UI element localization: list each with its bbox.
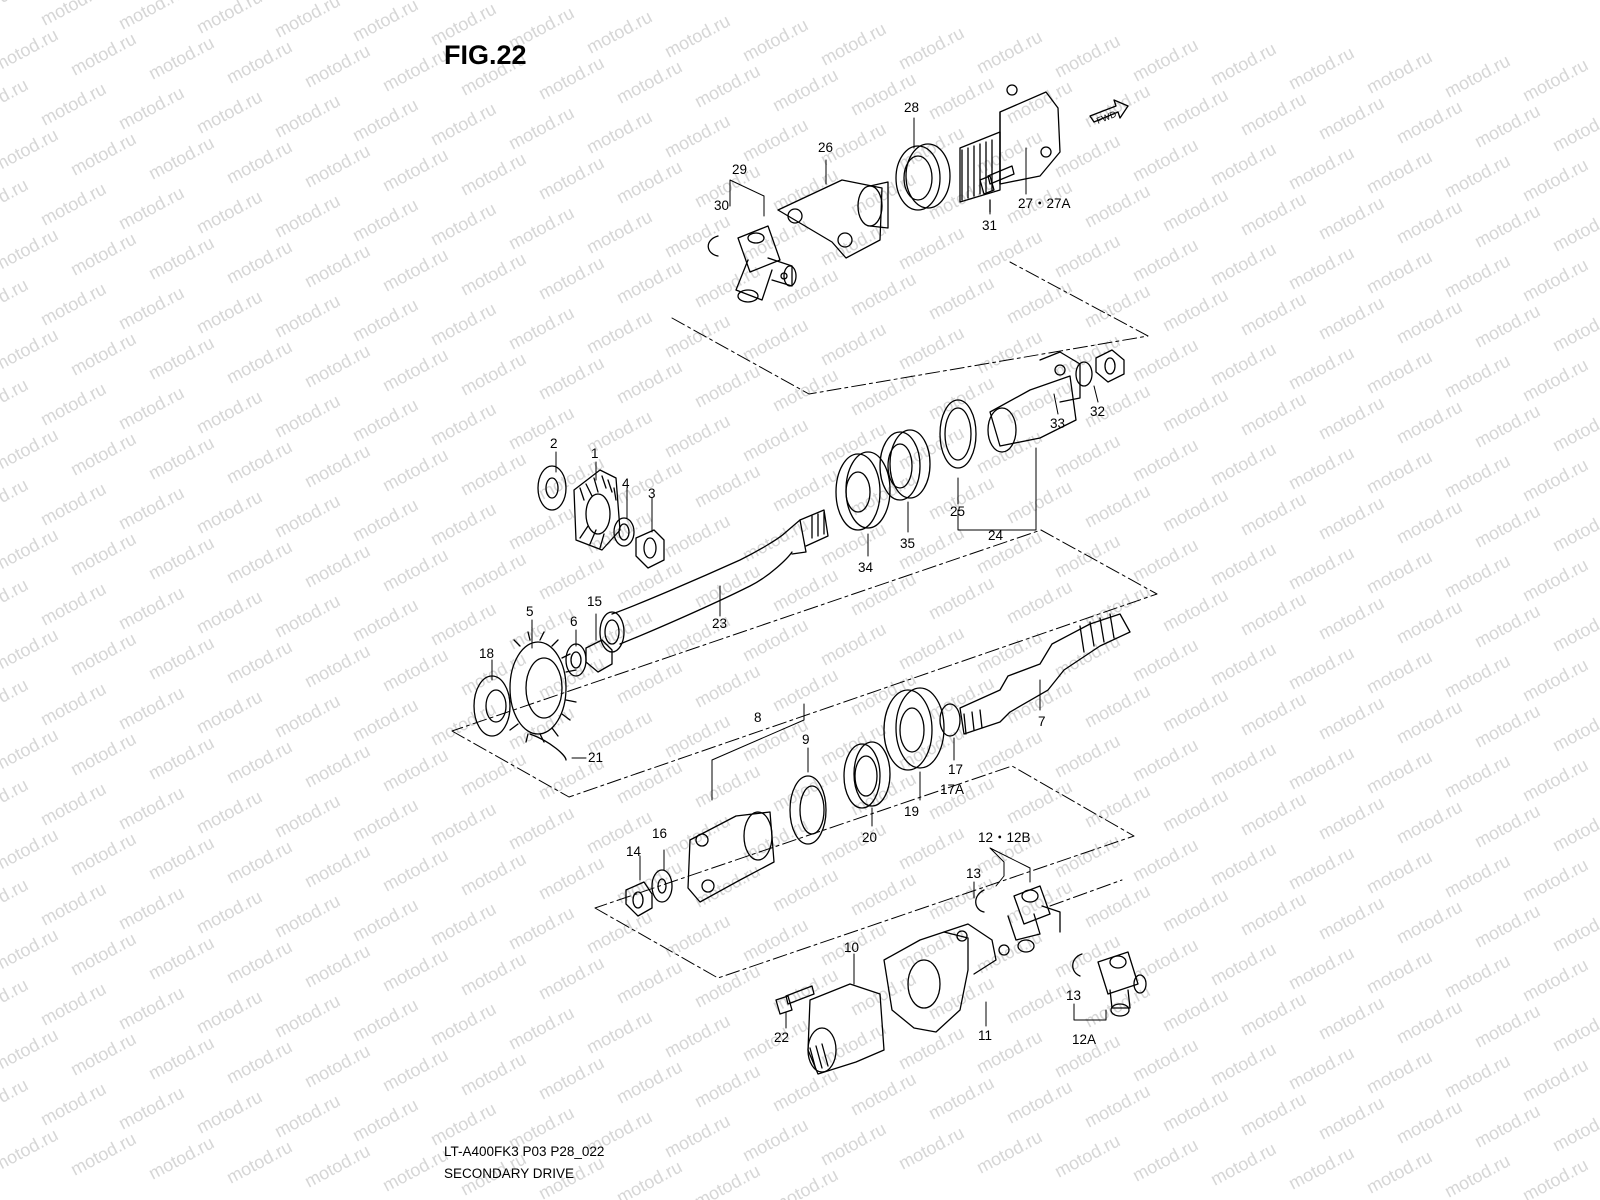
part-15-nut (585, 639, 613, 673)
part-29-universal-joint (735, 225, 797, 303)
part-18-bearing (473, 675, 511, 737)
part-23-propeller-shaft (599, 509, 829, 653)
part-32-nut (1095, 349, 1125, 383)
callout-6: 6 (570, 614, 578, 629)
callout-24: 24 (988, 528, 1004, 543)
part-13-circlip-lower (1072, 953, 1083, 977)
callout-18: 18 (479, 646, 494, 661)
part-19-bearing (883, 687, 945, 771)
leader-lines (491, 117, 1107, 1029)
callout-23: 23 (712, 616, 727, 631)
callout-1: 1 (591, 446, 599, 461)
callout-25: 25 (950, 504, 965, 519)
part-24-yoke (987, 351, 1081, 453)
callout-16: 16 (652, 826, 667, 841)
callout-15: 15 (587, 594, 602, 609)
part-4-washer (613, 517, 635, 547)
callout-17a: 17A (940, 782, 964, 797)
callout-26: 26 (818, 140, 833, 155)
callout-28: 28 (904, 100, 919, 115)
part-34-bearing (835, 451, 891, 531)
callout-27-27a: 27・27A (1018, 196, 1071, 211)
callout-29: 29 (732, 162, 747, 177)
callout-30: 30 (714, 198, 729, 213)
part-6-washer (565, 643, 587, 677)
part-14-nut (625, 881, 653, 917)
callout-33: 33 (1050, 416, 1065, 431)
callout-14: 14 (626, 844, 642, 859)
callout-11: 11 (978, 1028, 992, 1043)
callout-19: 19 (904, 804, 919, 819)
callout-4: 4 (622, 476, 630, 491)
part-27-output-shaft (959, 84, 1061, 203)
fwd-label: FWD (1095, 109, 1118, 126)
part-22-bolt (775, 985, 815, 1015)
part-30-circlip (707, 235, 719, 257)
part-31-bolt (979, 165, 1015, 213)
callout-10: 10 (844, 940, 859, 955)
part-17-oring (939, 703, 961, 737)
part-25-seal-ring (939, 399, 977, 469)
callout-7: 7 (1038, 714, 1046, 729)
callout-17: 17 (948, 762, 963, 777)
callout-31: 31 (982, 218, 997, 233)
callout-35: 35 (900, 536, 915, 551)
part-11-yoke (883, 923, 1010, 1033)
part-8-yoke (687, 811, 775, 903)
part-20-bearing (843, 741, 891, 809)
part-5-gear (509, 631, 577, 743)
part-33-washer (1075, 361, 1093, 387)
callout-2: 2 (550, 436, 558, 451)
part-35-bearing (879, 429, 931, 501)
part-16-washer (651, 869, 673, 903)
part-21-circlip (529, 733, 567, 761)
figure-title: FIG.22 (444, 40, 527, 70)
callout-12-12b: 12・12B (978, 830, 1031, 845)
callout-8: 8 (754, 710, 762, 725)
callout-32: 32 (1090, 404, 1105, 419)
part-10-housing (807, 983, 885, 1075)
part-9-seal (789, 775, 827, 845)
callout-13-lower: 13 (1066, 988, 1081, 1003)
fwd-arrow (1089, 99, 1129, 123)
callout-5: 5 (526, 604, 534, 619)
callout-22: 22 (774, 1030, 789, 1045)
diagram-code: LT-A400FK3 P03 P28_022 (444, 1144, 605, 1159)
part-12-universal-joint (1007, 885, 1061, 953)
part-2-washer (537, 465, 567, 511)
section-title: SECONDARY DRIVE (444, 1166, 575, 1181)
part-12a-universal-joint (1097, 951, 1147, 1017)
part-7-shaft (959, 613, 1131, 735)
callout-labels: 2 1 4 3 5 6 15 18 21 23 34 35 25 24 33 3… (479, 100, 1105, 1047)
callout-12a: 12A (1072, 1032, 1096, 1047)
callout-34: 34 (858, 560, 874, 575)
part-26-yoke (777, 179, 889, 259)
part-28-seal (895, 143, 951, 211)
callout-9: 9 (802, 732, 810, 747)
callout-21: 21 (588, 750, 603, 765)
part-3-nut (635, 529, 665, 569)
callout-13-upper: 13 (966, 866, 981, 881)
callout-3: 3 (648, 486, 656, 501)
part-13-circlip-upper (975, 889, 985, 913)
part-1-bevel-gear (573, 469, 621, 551)
group-outlines (451, 261, 1158, 979)
callout-20: 20 (862, 830, 877, 845)
